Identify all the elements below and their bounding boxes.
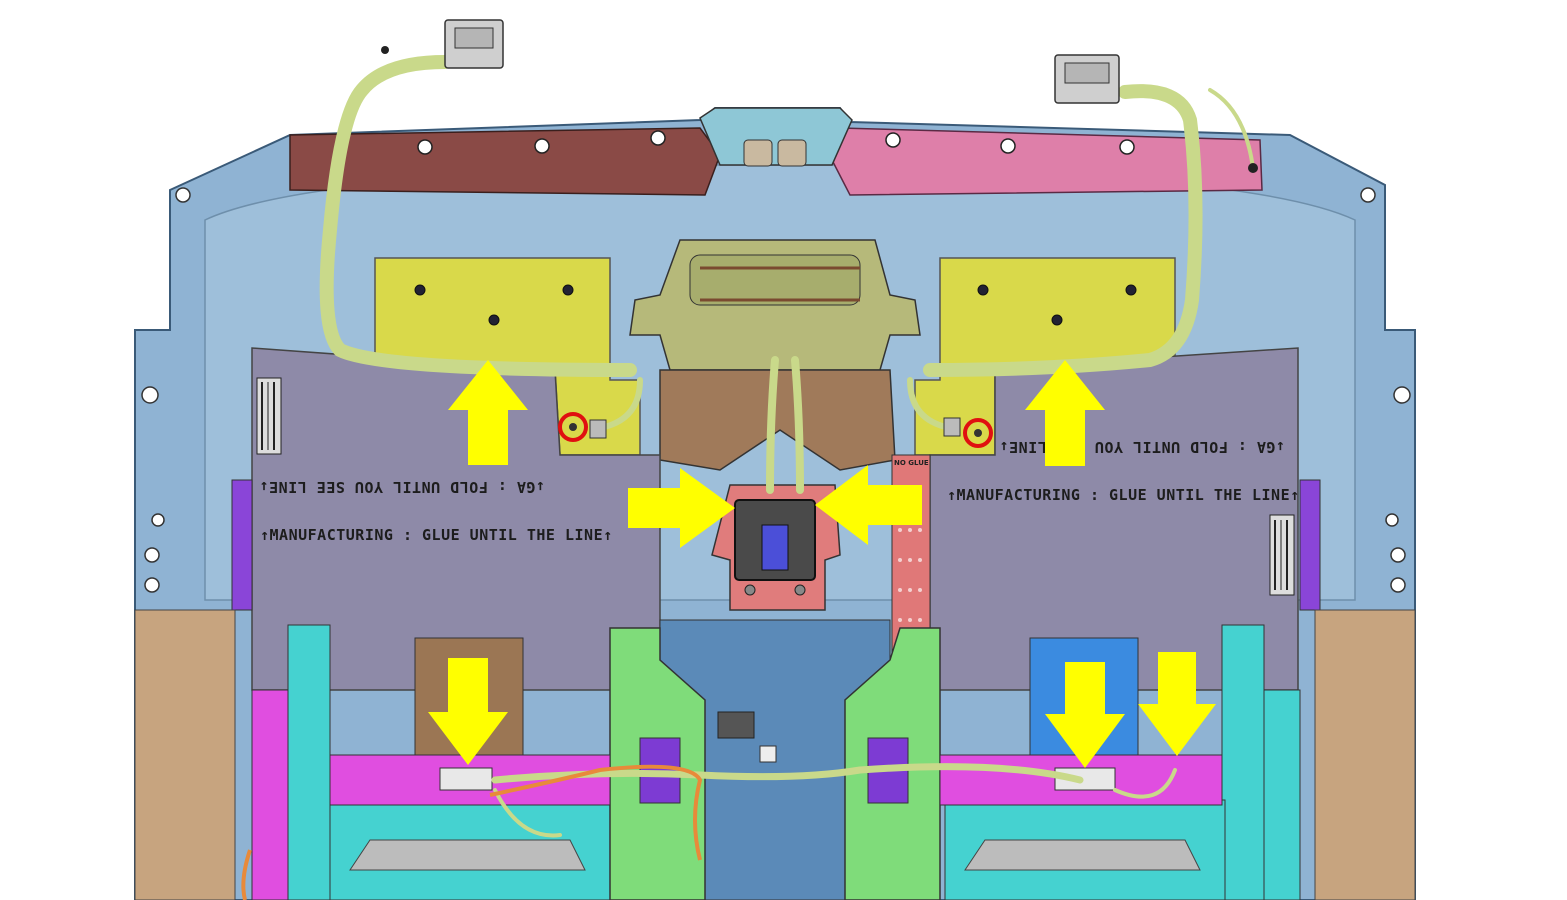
- arrow-down-right-icon: [1138, 652, 1216, 756]
- right-harness-end: [1248, 163, 1258, 173]
- left-clip: [439, 767, 493, 791]
- left-harness-end: [381, 46, 389, 54]
- arrow-down-left-icon: [428, 658, 508, 765]
- center-connectors: [743, 139, 807, 167]
- right-tan-panel: [1314, 609, 1416, 900]
- indicator-arrows: [428, 360, 1216, 768]
- arrow-right-icon: [628, 468, 735, 548]
- cross-member-holes: [417, 130, 1135, 155]
- bracket-holes: [414, 284, 1137, 326]
- left-top-connector: [444, 19, 504, 69]
- left-highlight-circle-icon: [558, 412, 588, 442]
- duct-body: [689, 254, 861, 306]
- left-outer-rail: [287, 624, 331, 900]
- left-cross-member: [289, 127, 721, 196]
- right-highlight-circle-icon: [963, 418, 993, 448]
- left-vent: [349, 839, 586, 871]
- left-fold-label: ↓GA : FOLD UNTIL YOU SEE LINE↓: [259, 478, 545, 496]
- right-sticker: [1269, 514, 1295, 596]
- harness: [319, 55, 1255, 838]
- arrow-left-icon: [815, 465, 922, 545]
- left-glue-label: ↑MANUFACTURING : GLUE UNTIL THE LINE↑: [260, 526, 613, 544]
- right-highlight-dot: [974, 429, 982, 437]
- no-glue-label: NO GLUE: [894, 459, 929, 467]
- center-tunnel: [659, 369, 896, 471]
- left-tan-panel: [134, 609, 236, 900]
- right-outer-rail: [1221, 624, 1265, 900]
- lower-small-connector: [759, 745, 777, 763]
- right-purple-strip: [1299, 479, 1321, 611]
- module-bolt-left: [744, 584, 756, 596]
- left-side-connector: [589, 419, 607, 439]
- right-vent: [964, 839, 1201, 871]
- module-window: [761, 524, 789, 571]
- arrow-up-right-icon: [1025, 360, 1105, 466]
- right-side-connector: [943, 417, 961, 437]
- left-highlight-dot: [569, 423, 577, 431]
- left-magenta-side: [251, 689, 289, 900]
- center-top-plate: [699, 107, 853, 166]
- lower-center-connector: [717, 711, 755, 739]
- left-purple-strip: [231, 479, 253, 611]
- right-fold-label: ↓GA : FOLD UNTIL YOU SEE LINE↓: [999, 438, 1285, 456]
- orange-wire: [241, 764, 703, 900]
- right-top-connector: [1054, 54, 1120, 104]
- module-bolt-right: [794, 584, 806, 596]
- arrow-down-mid-icon: [1045, 662, 1125, 768]
- arrow-up-left-icon: [448, 360, 528, 465]
- left-sticker: [256, 377, 282, 455]
- panel-holes: [141, 187, 1411, 593]
- right-cyan-side: [1263, 689, 1301, 900]
- right-glue-label: ↑MANUFACTURING : GLUE UNTIL THE LINE↑: [947, 486, 1300, 504]
